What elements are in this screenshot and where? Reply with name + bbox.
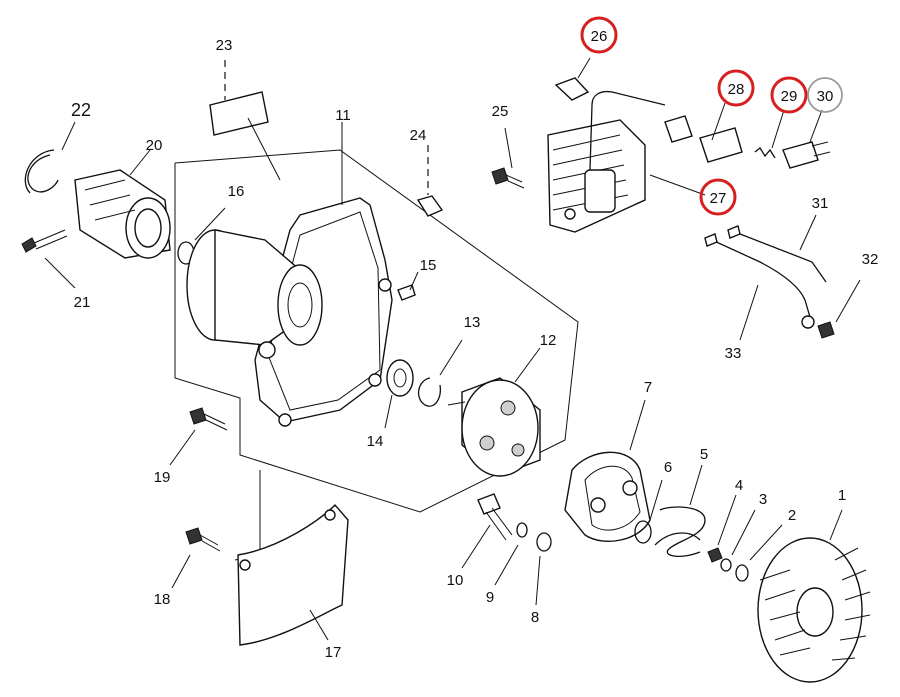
highlight-circles	[580, 16, 843, 216]
secondary-circle-30	[807, 77, 843, 113]
bolt-part-21	[21, 229, 76, 289]
label-17: 17	[325, 644, 342, 661]
flywheel-part-1	[757, 509, 871, 683]
label-21: 21	[74, 294, 91, 311]
highlight-circle-26	[580, 16, 618, 54]
bolt-part-18	[171, 527, 221, 589]
cover-plate-part-17	[237, 503, 349, 646]
label-6: 6	[664, 459, 672, 476]
label-29: 29	[781, 88, 798, 105]
label-33: 33	[725, 345, 742, 362]
wire-part-33	[704, 233, 815, 341]
label-5: 5	[700, 446, 708, 463]
label-32: 32	[862, 251, 879, 268]
washer-part-6	[634, 479, 663, 544]
label-9: 9	[486, 589, 494, 606]
label-24: 24	[410, 127, 427, 144]
label-8: 8	[531, 609, 539, 626]
label-23: 23	[216, 37, 233, 54]
spring-part-5	[654, 464, 706, 558]
washer-part-2	[735, 524, 783, 582]
ignition-coil-part-27	[547, 90, 706, 233]
bolt-part-10	[461, 493, 513, 569]
label-10: 10	[447, 572, 464, 589]
nut-part-4	[707, 494, 737, 563]
clutch-shoes-part-7	[564, 399, 651, 542]
screw-part-32	[817, 279, 861, 339]
wire-part-31	[727, 214, 827, 283]
label-25: 25	[492, 103, 509, 120]
shim-part-26	[554, 57, 591, 101]
label-3: 3	[759, 491, 767, 508]
highlight-circle-28	[717, 69, 755, 107]
label-18: 18	[154, 591, 171, 608]
label-11: 11	[335, 107, 351, 124]
bolt-part-19	[169, 407, 228, 466]
clip-part-22	[24, 121, 76, 194]
label-22: 22	[71, 100, 91, 120]
label-12: 12	[540, 332, 557, 349]
label-19: 19	[154, 469, 171, 486]
fan-housing-part-11	[186, 122, 393, 427]
label-27: 27	[710, 190, 727, 207]
pin-part-15	[397, 271, 419, 301]
part-labels: 1 2 3 4 5 6 7 8 9 10 11 12 13 14 15 16 1…	[71, 28, 878, 661]
label-31: 31	[812, 195, 829, 212]
washer-part-8	[535, 532, 552, 606]
bearing-part-14	[384, 359, 414, 429]
circlip-part-13	[417, 339, 463, 407]
label-7: 7	[644, 379, 652, 396]
label-4: 4	[735, 477, 743, 494]
cap-part-24	[416, 145, 444, 217]
lock-washer-part-9	[494, 522, 528, 586]
label-28: 28	[728, 81, 745, 98]
highlight-circle-29	[770, 76, 808, 114]
plate-part-23	[209, 60, 281, 181]
terminal-part-30	[782, 109, 831, 169]
label-16: 16	[228, 183, 245, 200]
spring-part-29	[754, 109, 785, 159]
label-26: 26	[591, 28, 608, 45]
washer-part-3	[720, 509, 756, 572]
label-1: 1	[838, 487, 846, 504]
label-30: 30	[817, 88, 834, 105]
clutch-drum-part-12	[447, 347, 541, 477]
label-15: 15	[420, 257, 437, 274]
label-20: 20	[146, 137, 163, 154]
bearing-housing-part-20	[74, 149, 171, 259]
label-2: 2	[788, 507, 796, 524]
screw-part-25	[491, 127, 525, 189]
label-14: 14	[367, 433, 384, 450]
label-13: 13	[464, 314, 481, 331]
highlight-circle-27	[699, 178, 737, 216]
plug-boot-part-28	[664, 102, 743, 163]
